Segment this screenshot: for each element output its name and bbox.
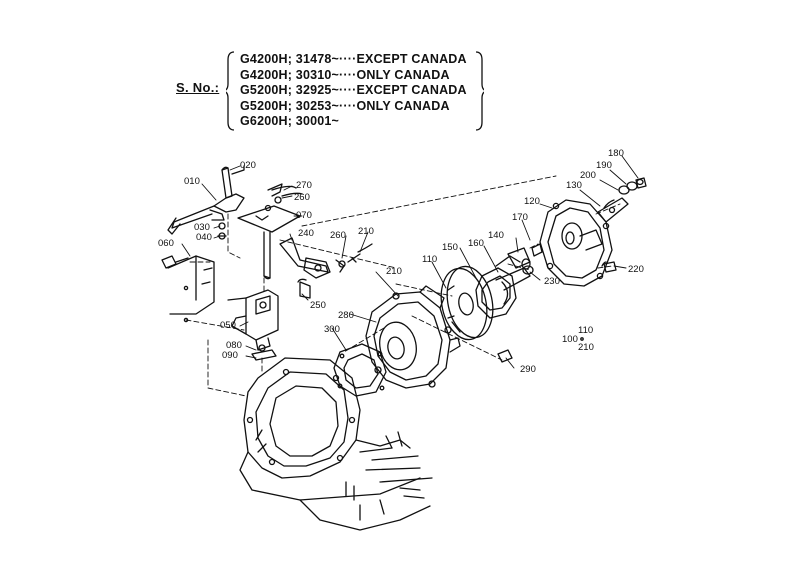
governor-housing bbox=[365, 285, 461, 389]
callout-250: 250 bbox=[310, 300, 326, 311]
legend-100 bbox=[580, 337, 584, 341]
callout-300: 300 bbox=[324, 324, 340, 335]
callout-120: 120 bbox=[524, 196, 540, 207]
callout-170: 170 bbox=[512, 212, 528, 223]
callout-260: 260 bbox=[294, 192, 310, 203]
callout-240: 240 bbox=[298, 228, 314, 239]
bolt-060 bbox=[161, 255, 189, 269]
callout-040: 040 bbox=[196, 232, 212, 243]
serial-row: G5200H; 30253~····ONLY CANADA bbox=[240, 98, 450, 113]
callout-180: 180 bbox=[608, 148, 624, 159]
callout-130: 130 bbox=[566, 180, 582, 191]
serial-number-label: S. No.: bbox=[176, 80, 220, 95]
callout-010: 010 bbox=[184, 176, 200, 187]
callout-060: 060 bbox=[158, 238, 174, 249]
callout-090: 090 bbox=[222, 350, 238, 361]
callout-280: 280 bbox=[338, 310, 354, 321]
bolt-290 bbox=[497, 349, 513, 363]
assembly-lines bbox=[185, 175, 621, 397]
callout-200: 200 bbox=[580, 170, 596, 181]
serial-row: G5200H; 32925~····EXCEPT CANADA bbox=[240, 83, 467, 98]
flywheel-housing bbox=[239, 357, 433, 531]
callout-100: 100 bbox=[562, 334, 578, 345]
flyweight-plate bbox=[440, 265, 494, 341]
callout-160: 160 bbox=[468, 238, 484, 249]
serial-row: G6200H; 30001~ bbox=[240, 114, 340, 129]
serial-row: G4200H; 31478~····EXCEPT CANADA bbox=[240, 52, 467, 66]
leader-lines bbox=[181, 155, 639, 369]
callout-050: 050 bbox=[220, 320, 236, 331]
callout-080: 080 bbox=[226, 340, 242, 351]
governor-pin bbox=[507, 243, 543, 275]
callout-230: 230 bbox=[544, 276, 560, 287]
callout-210b: 210 bbox=[358, 226, 374, 237]
callout-210-legend: 210 bbox=[578, 342, 594, 353]
mounting-plate bbox=[167, 255, 215, 323]
callout-030: 030 bbox=[194, 222, 210, 233]
governor-cover bbox=[539, 199, 613, 287]
bolt-220 bbox=[601, 261, 617, 273]
callout-140: 140 bbox=[488, 230, 504, 241]
callout-150: 150 bbox=[442, 242, 458, 253]
serial-row: G4200H; 30310~····ONLY CANADA bbox=[240, 67, 450, 82]
callout-260b: 260 bbox=[330, 230, 346, 241]
callout-020: 020 bbox=[240, 160, 256, 171]
callout-190: 190 bbox=[596, 160, 612, 171]
linkage-rod bbox=[279, 237, 373, 299]
callout-270: 270 bbox=[296, 180, 312, 191]
governor-sleeve bbox=[475, 255, 531, 319]
callout-290: 290 bbox=[520, 364, 536, 375]
governor-shaft bbox=[167, 165, 245, 240]
callout-110: 110 bbox=[422, 254, 438, 265]
callout-210: 210 bbox=[386, 266, 402, 277]
callout-220: 220 bbox=[628, 264, 644, 275]
serial-number-list: G4200H; 31478~····EXCEPT CANADA G4200H; … bbox=[240, 52, 467, 130]
callout-070: 070 bbox=[296, 210, 312, 221]
lever-bracket bbox=[237, 183, 303, 280]
callout-110-legend: 110 bbox=[578, 325, 594, 336]
lower-bracket bbox=[227, 289, 279, 361]
shaft-lever bbox=[597, 177, 647, 223]
serial-bracket bbox=[226, 51, 484, 131]
